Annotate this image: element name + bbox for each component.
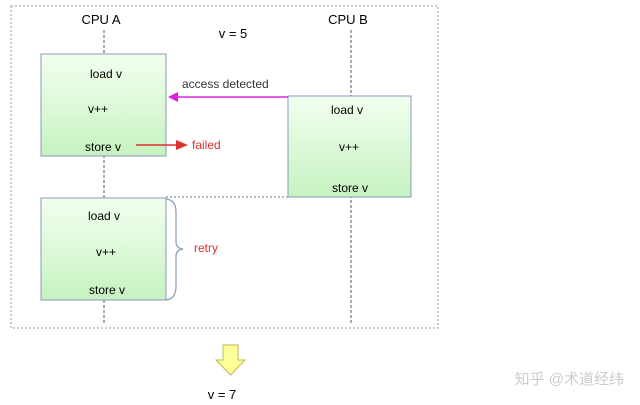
final-value-label: v = 7 (208, 387, 237, 402)
cpu-a-attempt-block: load v v++ store v (40, 53, 167, 157)
cpu-b-step-load: load v (331, 103, 363, 117)
cpu-a-label: CPU A (81, 12, 120, 27)
cpu-b-step-increment: v++ (339, 140, 359, 154)
access-detected-label: access detected (182, 77, 269, 91)
watermark-text: 知乎 @术道经纬 (515, 371, 624, 388)
cpu-a-attempt-step-load: load v (90, 67, 122, 81)
cpu-a-attempt-box (40, 53, 167, 157)
outer-frame (10, 5, 439, 329)
cpu-a-retry-step-store: store v (89, 283, 125, 297)
failed-label: failed (192, 138, 221, 152)
cpu-a-attempt-step-store: store v (85, 140, 121, 154)
cpu-b-box (287, 95, 412, 198)
cpu-a-retry-step-increment: v++ (96, 245, 116, 259)
cpu-b-label: CPU B (328, 12, 368, 27)
cpu-b-step-store: store v (332, 181, 368, 195)
cpu-a-retry-step-load: load v (88, 209, 120, 223)
retry-brace (165, 198, 184, 301)
cpu-a-retry-block: load v v++ store v (40, 197, 167, 301)
cpu-a-attempt-step-increment: v++ (88, 102, 108, 116)
cpu-b-block: load v v++ store v (287, 95, 412, 198)
retry-label: retry (194, 241, 218, 255)
cpu-a-retry-box (40, 197, 167, 301)
initial-value-label: v = 5 (219, 26, 248, 41)
result-arrow-icon (214, 344, 247, 376)
